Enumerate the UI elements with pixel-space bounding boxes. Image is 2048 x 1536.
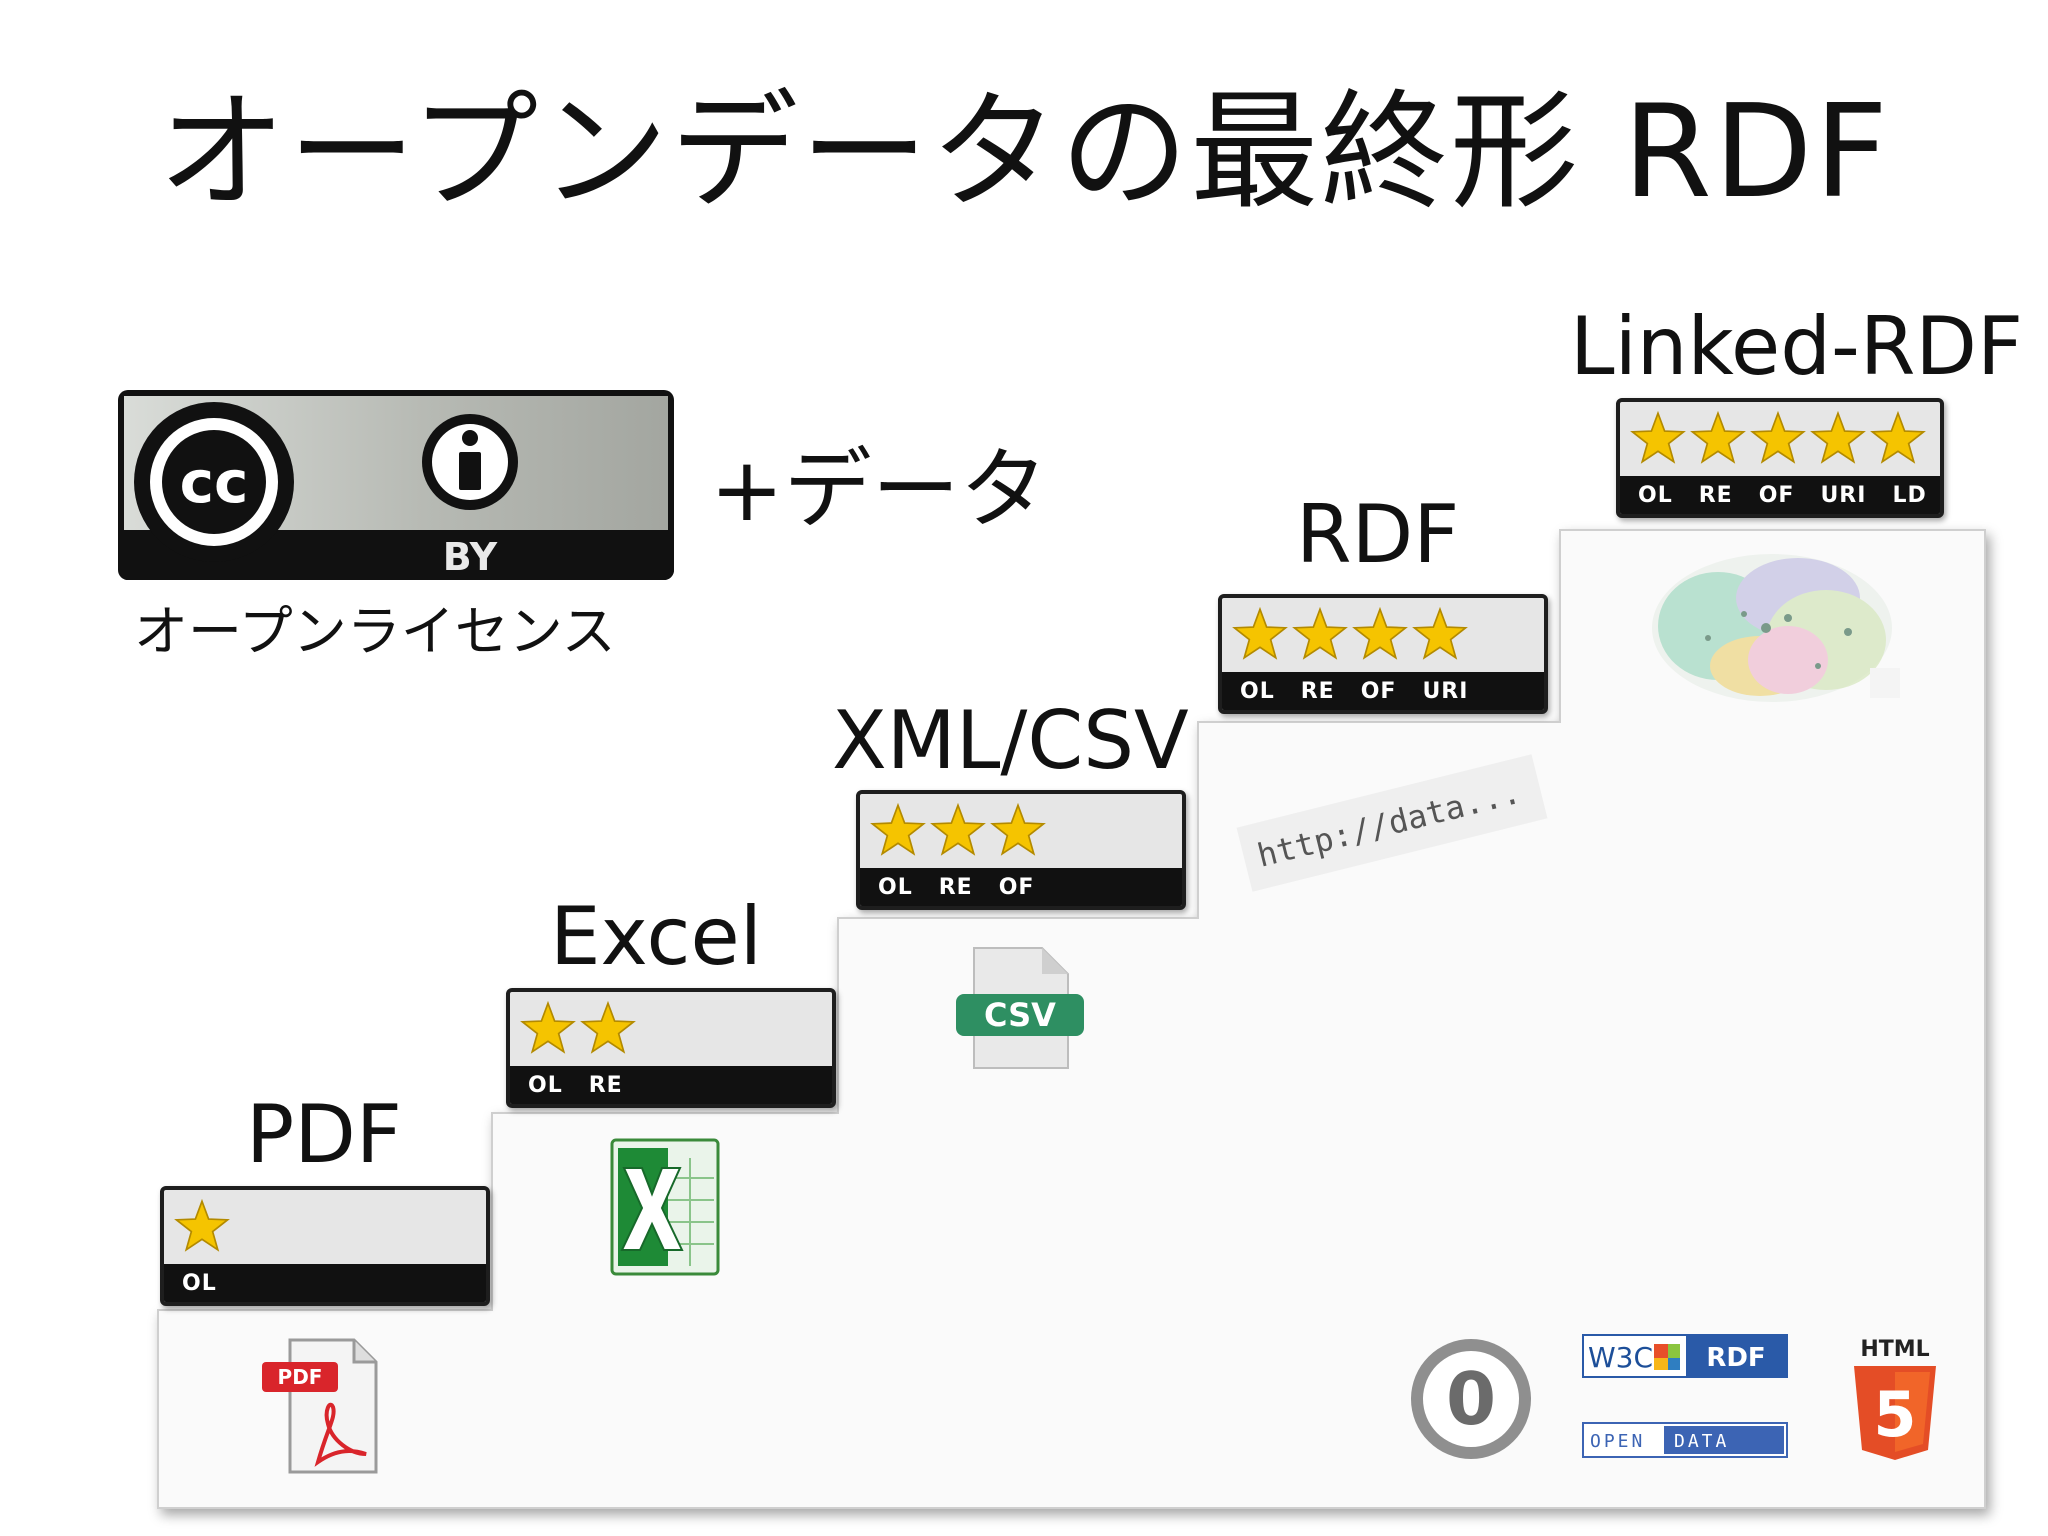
cc-by-license-badge: cc BY [118,390,674,580]
badge-code-of: OF [1758,482,1795,508]
plus-data-label: +データ [710,438,1048,541]
star-badge-5: OL RE OF URI LD [1616,398,1944,518]
code-row: OL [164,1264,486,1302]
open-text: OPEN [1590,1431,1645,1452]
badge-code-re: RE [938,874,973,900]
code-row: OL RE OF URI [1222,672,1544,710]
star-icon [1292,607,1348,660]
pdf-file-icon: PDF [262,1338,378,1474]
star-icon [1630,411,1686,464]
slide-title: オープンデータの最終形 RDF [157,78,1891,227]
level-label-xml-csv: XML/CSV [832,694,1189,787]
cc-text: cc [180,448,249,516]
badge-code-uri: URI [1820,482,1867,508]
badge-code-ol: OL [528,1072,563,1098]
csv-icon-text: CSV [984,996,1056,1034]
star-icon [1352,607,1408,660]
rdf-text: RDF [1706,1343,1765,1373]
star-icon [930,803,986,856]
star-icon [580,1001,636,1054]
badge-code-ol: OL [182,1270,217,1296]
code-row: OL RE OF [860,868,1182,906]
html5-label: HTML [1860,1337,1929,1362]
star-icon [1810,411,1866,464]
star-row [164,1190,486,1264]
star-row [1620,402,1940,476]
star-badge-1: OL [160,1186,490,1306]
code-row: OL RE OF URI LD [1620,476,1940,514]
html5-number: 5 [1873,1378,1916,1451]
star-icon [520,1001,576,1054]
level-label-excel: Excel [550,890,762,983]
star-badge-3: OL RE OF [856,790,1186,910]
star-row [1222,598,1544,672]
data-text: DATA [1674,1431,1729,1452]
w3c-text: W3C [1588,1341,1653,1374]
badge-code-ol: OL [1240,678,1275,704]
by-text: BY [443,535,498,579]
star-icon [1232,607,1288,660]
level-label-rdf: RDF [1296,488,1460,581]
star-icon [1750,411,1806,464]
cc-zero-text: 0 [1446,1357,1496,1441]
level-label-pdf: PDF [246,1088,402,1181]
w3c-rdf-badge: W3C RDF [1582,1334,1788,1378]
open-license-caption: オープンライセンス [134,600,616,663]
html5-icon: HTML 5 [1854,1337,1936,1460]
linked-data-cloud-icon [1652,554,1900,702]
star-icon [1412,607,1468,660]
badge-code-of: OF [998,874,1035,900]
pdf-icon-text: PDF [278,1365,323,1389]
star-icon [990,803,1046,856]
badge-code-of: OF [1360,678,1397,704]
cc-zero-icon: 0 [1411,1339,1531,1459]
star-icon [870,803,926,856]
badge-code-ol: OL [878,874,913,900]
open-data-badge: OPEN DATA [1582,1422,1788,1458]
badge-code-uri: URI [1422,678,1469,704]
star-icon [174,1199,230,1252]
star-icon [1690,411,1746,464]
cc-by-graphic: cc BY [124,396,674,580]
star-icon [1870,411,1926,464]
badge-code-re: RE [1300,678,1335,704]
star-badge-2: OL RE [506,988,836,1108]
star-row [860,794,1182,868]
star-row [510,992,832,1066]
csv-file-icon: CSV [956,947,1084,1069]
badge-code-re: RE [588,1072,623,1098]
badge-code-ld: LD [1892,482,1927,508]
badge-code-re: RE [1698,482,1733,508]
excel-icon [610,1138,720,1276]
star-badge-4: OL RE OF URI [1218,594,1548,714]
code-row: OL RE [510,1066,832,1104]
level-label-linked-rdf: Linked-RDF [1570,300,2024,393]
badge-code-ol: OL [1638,482,1673,508]
